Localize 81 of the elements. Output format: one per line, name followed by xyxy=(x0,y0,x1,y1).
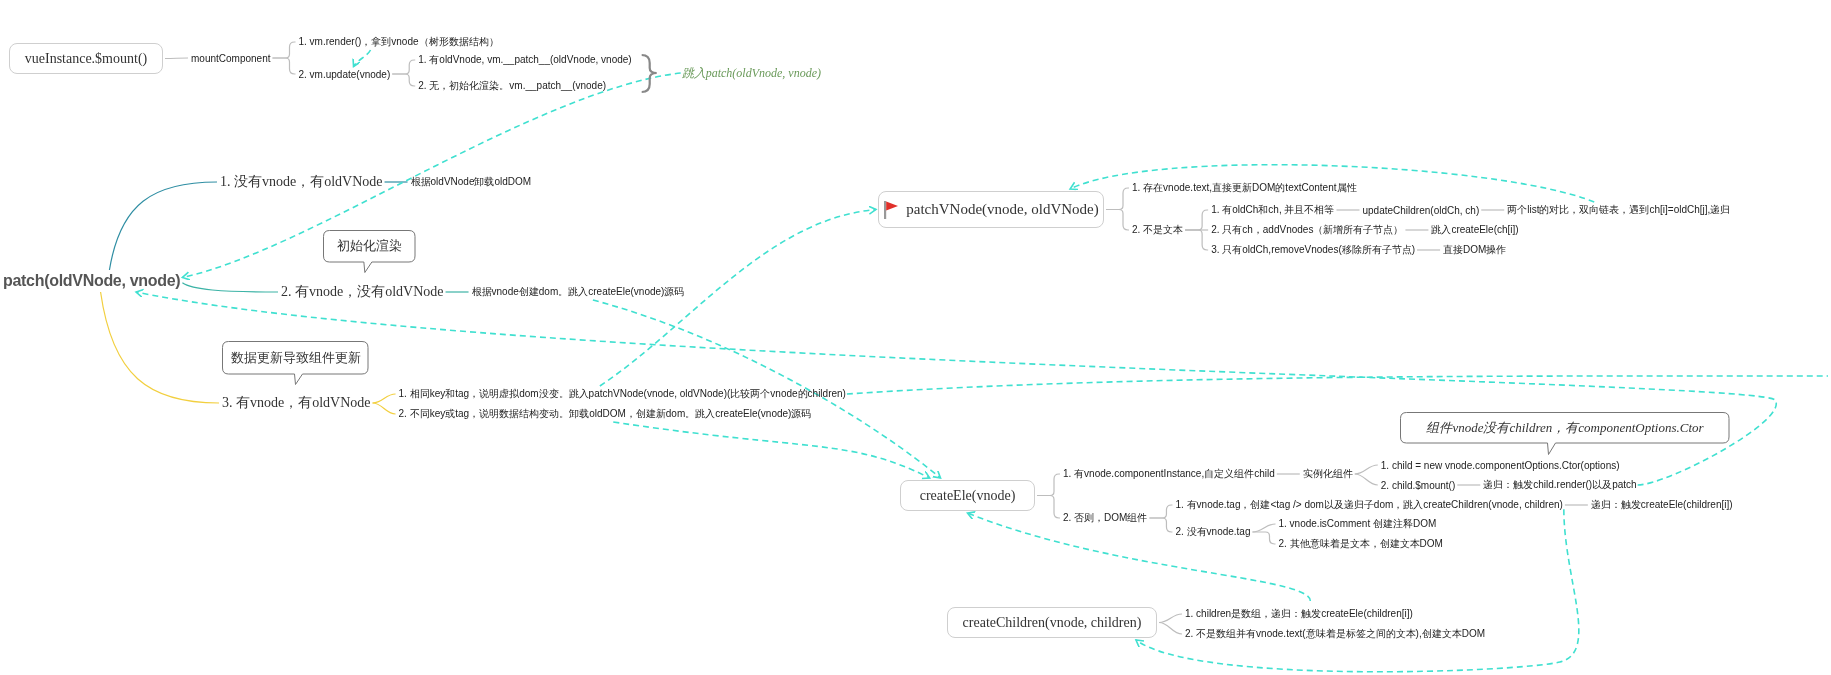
subtopic-text: 2. 其他意味着是文本，创建文本DOM xyxy=(1278,537,1443,551)
dashed-arrow xyxy=(966,510,1312,602)
subtopic-text: 1. 存在vnode.text,直接更新DOM的textContent属性 xyxy=(1132,181,1357,195)
subtopic-text: 2. 不是数组并有vnode.text(意味着是标签之间的文本),创建文本DOM xyxy=(1185,627,1486,641)
branch-line xyxy=(164,57,189,60)
callout-bubble xyxy=(222,341,369,385)
subtopic-text: 2. 无，初始化渲染。vm.__patch__(vnode) xyxy=(418,79,607,93)
subtopic-text: 2. 只有ch，addVnodes（新增所有子节点） xyxy=(1211,223,1404,237)
branch-line xyxy=(1416,249,1441,251)
subtopic-text: 根据oldVNode卸载oldDOM xyxy=(410,175,532,189)
branch-line xyxy=(371,402,397,415)
branch-line xyxy=(1564,504,1589,506)
branch-line xyxy=(1036,494,1061,519)
branch-line xyxy=(391,73,416,87)
callout-bubble xyxy=(1400,412,1730,455)
subtopic-text: 1. children是数组，递归：触发createEle(children[i]) xyxy=(1185,607,1413,621)
branch-line xyxy=(1354,464,1379,475)
branch-line xyxy=(1148,517,1174,533)
subtopic-text: 2. child.$mount() xyxy=(1380,479,1456,491)
subtopic-text: 1. 有vnode.componentInstance,自定义组件child xyxy=(1063,467,1275,481)
topic-box: createChildren(vnode, children) xyxy=(947,607,1157,638)
branch-line xyxy=(1184,229,1209,251)
subtopic-text: 两个list的对比，双向链表，遇到ch[i]=oldCh[j],递归 xyxy=(1507,203,1731,217)
subtopic-text: 直接DOM操作 xyxy=(1443,243,1507,257)
subtopic-text: 1. child = new vnode.componentOptions.Ctor(options) xyxy=(1380,459,1620,471)
dashed-arrow xyxy=(592,299,942,479)
branch-line xyxy=(1105,208,1130,231)
branch-line xyxy=(108,181,218,271)
jump-note: 跳入patch(oldVnode, vnode) xyxy=(681,64,821,82)
branch-line xyxy=(1158,621,1183,635)
branch-line xyxy=(99,291,220,404)
callout-text: 组件vnode没有children，有componentOptions.Ctor xyxy=(1425,419,1705,437)
branch-line xyxy=(1276,473,1301,475)
branch-topic: 3. 有vnode，有oldVNode xyxy=(222,394,371,412)
subtopic-text: 1. vm.render()，拿到vnode（树形数据结构） xyxy=(298,35,499,49)
topic-box xyxy=(878,191,1104,228)
subtopic-text: 1. 有oldCh和ch, 并且不相等 xyxy=(1211,203,1335,217)
subtopic-text: 跳入createEle(ch[i]) xyxy=(1431,223,1519,237)
subtopic-text: mountComponent xyxy=(191,52,271,64)
subtopic-text: 2. vm.update(vnode) xyxy=(298,68,391,80)
branch-line xyxy=(1404,229,1429,231)
dashed-arrow xyxy=(181,72,682,281)
dashed-arrow xyxy=(599,205,877,387)
subtopic-text: 递归：触发child.render()以及patch xyxy=(1483,478,1637,492)
dashed-arrow xyxy=(1069,163,1596,203)
subtopic-text: 递归：触发createEle(children[i]) xyxy=(1590,498,1733,512)
branch-topic: 1. 没有vnode，有oldVNode xyxy=(220,173,383,191)
callout-bubble xyxy=(323,230,416,273)
subtopic-text: 1. 有vnode.tag，创建<tag /> dom以及递归子dom，跳入createChildren(vnode, children) xyxy=(1175,498,1563,512)
subtopic-text: 2. 不是文本 xyxy=(1132,223,1184,237)
dashed-arrow xyxy=(135,288,1777,486)
branch-line xyxy=(181,282,279,293)
subtopic-text: 2. 否则，DOM组件 xyxy=(1063,511,1148,525)
dashed-arrow xyxy=(1135,508,1580,673)
subtopic-text: updateChildren(oldCh, ch) xyxy=(1362,204,1480,216)
dashed-arrow xyxy=(612,421,931,480)
subtopic-text: 2. 不同key或tag，说明数据结构变动。卸载oldDOM，创建新dom。跳入createEle(vnode)源码 xyxy=(398,407,812,421)
branch-line xyxy=(444,291,470,293)
topic-label: patchVNode(vnode, oldVNode) xyxy=(906,201,1099,218)
subtopic-text: 根据vnode创建dom。跳入createEle(vnode)源码 xyxy=(471,285,685,299)
subtopic-text: 1. 相同key和tag，说明虚拟dom没变。跳入patchVNode(vnode, oldVNode)(比较两个vnode的children) xyxy=(398,387,846,401)
subtopic-text: 1. 有oldVnode, vm.__patch__(oldVnode, vnode) xyxy=(418,53,632,67)
subtopic-text: 1. vnode.isComment 创建注释DOM xyxy=(1278,517,1437,531)
topic-box: vueInstance.$mount() xyxy=(9,43,163,74)
branch-topic: 2. 有vnode，没有oldVNode xyxy=(281,283,444,301)
branch-line xyxy=(1456,484,1481,486)
topic-box: createEle(vnode) xyxy=(900,480,1035,511)
subtopic-text: 3. 只有oldCh,removeVnodes(移除所有子节点) xyxy=(1211,243,1416,257)
branch-line xyxy=(271,57,297,75)
branch-line xyxy=(1354,473,1379,486)
dashed-arrow xyxy=(352,49,372,68)
branch-line xyxy=(1480,209,1505,211)
callout-text: 初始化渲染 xyxy=(336,237,403,255)
central-topic: patch(oldVNode, vnode) xyxy=(3,272,181,290)
branch-line xyxy=(1335,209,1361,211)
branch-line xyxy=(371,393,397,404)
branch-line xyxy=(1251,531,1277,545)
subtopic-text: 2. 没有vnode.tag xyxy=(1175,525,1251,539)
branch-line xyxy=(383,181,409,183)
callout-text: 数据更新导致组件更新 xyxy=(229,349,362,367)
subtopic-text: 实例化组件 xyxy=(1302,467,1353,481)
